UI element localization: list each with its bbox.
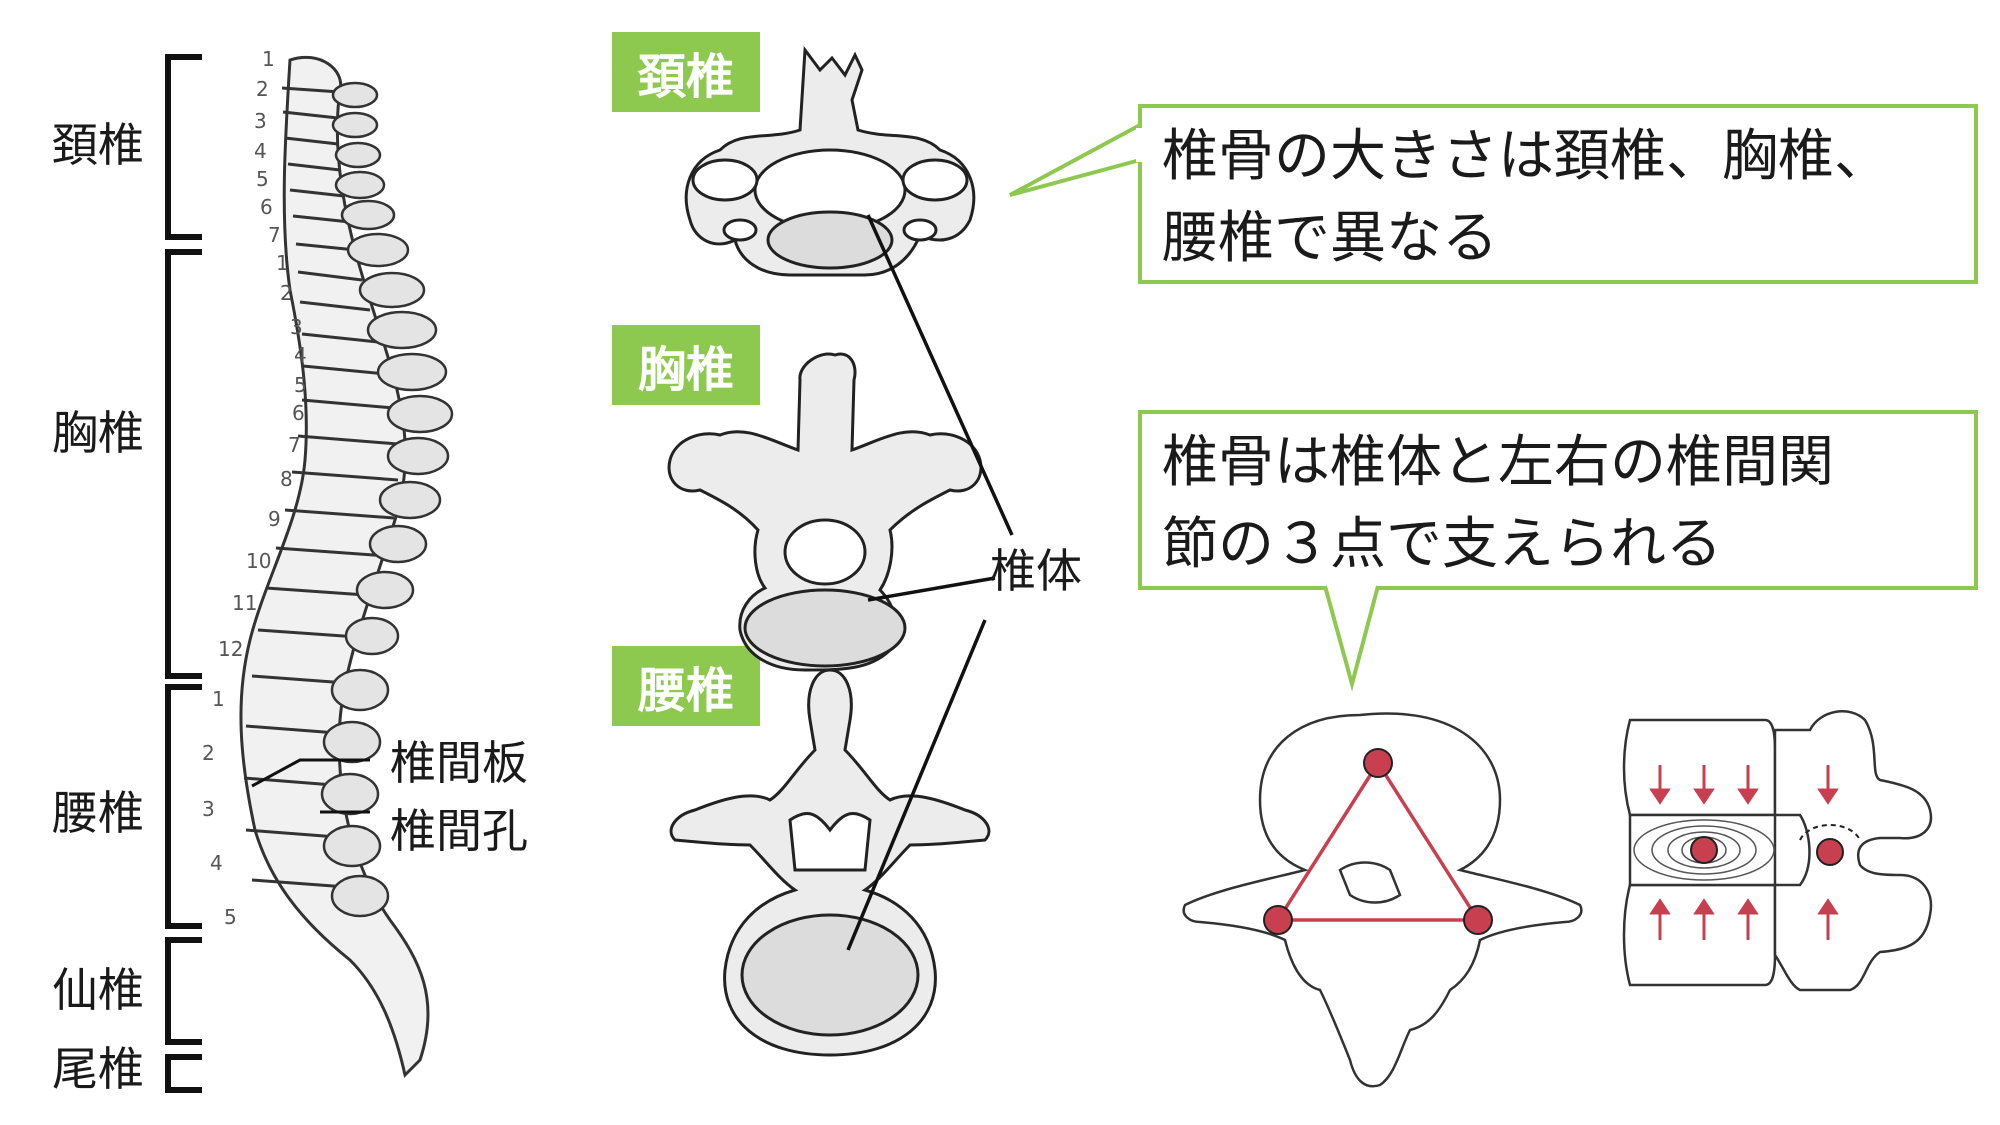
disc-load-point [1690,836,1718,864]
support-triangle [1263,748,1493,935]
joint-point-body [1363,748,1393,778]
callout-support-pointer [1323,584,1380,692]
callout-size-line2: 腰椎で異なる [1162,206,1498,271]
region-label-coccygeal: 尾椎 [52,1042,144,1096]
callout-support-line1: 椎骨は椎体と左右の椎間関 [1162,430,1834,495]
num-c3: 3 [254,109,267,133]
num-l3: 3 [202,797,215,821]
bracket-thoracic [165,249,202,679]
pointer-lumbar-body [846,619,987,951]
num-t3: 3 [290,315,303,339]
body-pointer-lines [846,214,1014,951]
arrows-down [1649,765,1839,805]
num-t8: 8 [280,467,293,491]
vertebral-column [239,55,454,1078]
num-l1: 1 [212,687,225,711]
region-label-lumbar: 腰椎 [52,786,144,840]
num-t2: 2 [280,281,293,305]
joint-point-left-facet [1263,905,1293,935]
num-c1: 1 [262,47,275,71]
callout-support-box: 椎骨は椎体と左右の椎間関 節の３点で支えられる [1138,410,1978,590]
num-t5: 5 [294,373,307,397]
tag-cervical: 頚椎 [612,32,760,112]
pointer-thoracic-body [867,576,996,602]
callout-size-pointer [1009,123,1141,197]
load-arrows [1649,765,1839,940]
pointer-cervical-body [866,214,1014,536]
region-label-sacral: 仙椎 [52,963,144,1017]
bracket-cervical [165,54,202,240]
region-label-thoracic: 胸椎 [52,406,144,460]
annotation-leaders [251,758,370,814]
label-intervertebral-foramen: 椎間孔 [390,804,528,858]
region-brackets [165,54,202,1093]
num-t4: 4 [294,343,307,367]
num-t9: 9 [268,507,281,531]
region-label-cervical: 頚椎 [52,118,144,172]
facet-joint-arc [1799,824,1861,841]
vertebra-illustrations [667,45,1014,1057]
callout-support-line2: 節の３点で支えられる [1162,512,1722,577]
num-c5: 5 [256,167,269,191]
num-c6: 6 [260,195,273,219]
num-l2: 2 [202,741,215,765]
bracket-coccygeal [165,1054,202,1093]
num-c4: 4 [254,139,267,163]
facet-load-point [1816,838,1844,866]
leader-disc [251,758,370,788]
num-t10: 10 [246,549,271,573]
num-c2: 2 [256,77,269,101]
bracket-lumbar [165,684,202,929]
callout-size-line1: 椎骨の大きさは頚椎、胸椎、 [1162,124,1890,189]
num-t7: 7 [288,433,301,457]
vertebra-side-view [1622,710,1933,992]
tag-thoracic: 胸椎 [612,325,760,405]
vertebra-top-view [1182,712,1583,1088]
tag-lumbar: 腰椎 [612,646,760,726]
num-t12: 12 [218,637,243,661]
thoracic-vertebra [667,352,983,672]
bracket-sacral [165,937,202,1045]
spine-illustration: 1 2 3 4 5 6 7 1 2 3 4 5 6 7 8 9 10 11 12… [165,47,454,1093]
joint-point-right-facet [1463,905,1493,935]
num-t1: 1 [276,251,289,275]
callout-size-box: 椎骨の大きさは頚椎、胸椎、 腰椎で異なる [1138,104,1978,284]
lumbar-vertebra [669,668,991,1057]
num-t11: 11 [232,591,257,615]
num-l4: 4 [210,851,223,875]
num-l5: 5 [224,905,237,929]
num-c7: 7 [268,223,281,247]
label-vertebral-body: 椎体 [990,544,1082,598]
cervical-vertebra [684,45,976,277]
num-t6: 6 [292,401,305,425]
arrows-up [1649,898,1839,940]
vertebra-numbers: 1 2 3 4 5 6 7 1 2 3 4 5 6 7 8 9 10 11 12… [202,47,307,929]
label-intervertebral-disc: 椎間板 [390,736,528,790]
support-diagrams [1182,710,1933,1088]
